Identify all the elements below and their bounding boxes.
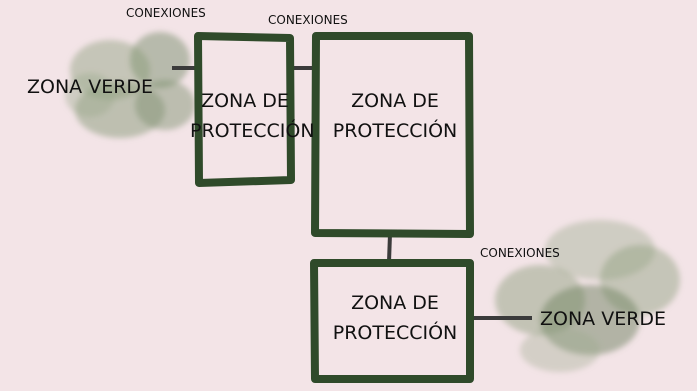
vegetation-right bbox=[495, 220, 680, 372]
conexiones-label-2: CONEXIONES bbox=[268, 13, 348, 27]
zone-1-line2: PROTECCIÓN bbox=[190, 120, 315, 142]
zone-3-line2: PROTECCIÓN bbox=[332, 322, 458, 344]
connector-vertical bbox=[387, 233, 392, 263]
vegetation-left bbox=[65, 32, 195, 138]
zone-box-3 bbox=[310, 259, 474, 383]
zona-verde-label-right: ZONA VERDE bbox=[540, 308, 667, 330]
zona-verde-label-left: ZONA VERDE bbox=[27, 76, 154, 98]
zone-3-line1: ZONA DE bbox=[351, 292, 439, 314]
zone-1-line1: ZONA DE bbox=[201, 90, 289, 112]
zone-2-text: ZONA DE PROTECCIÓN bbox=[320, 86, 470, 146]
conexiones-label-1: CONEXIONES bbox=[126, 6, 206, 20]
conexiones-label-3: CONEXIONES bbox=[480, 246, 560, 260]
zone-1-text: ZONA DE PROTECCIÓN bbox=[190, 86, 315, 146]
zone-2-line2: PROTECCIÓN bbox=[332, 120, 458, 142]
zone-box-2 bbox=[311, 32, 474, 238]
zone-2-line1: ZONA DE bbox=[351, 90, 439, 112]
zone-3-text: ZONA DE PROTECCIÓN bbox=[320, 288, 470, 348]
zone-box-1 bbox=[194, 32, 295, 187]
